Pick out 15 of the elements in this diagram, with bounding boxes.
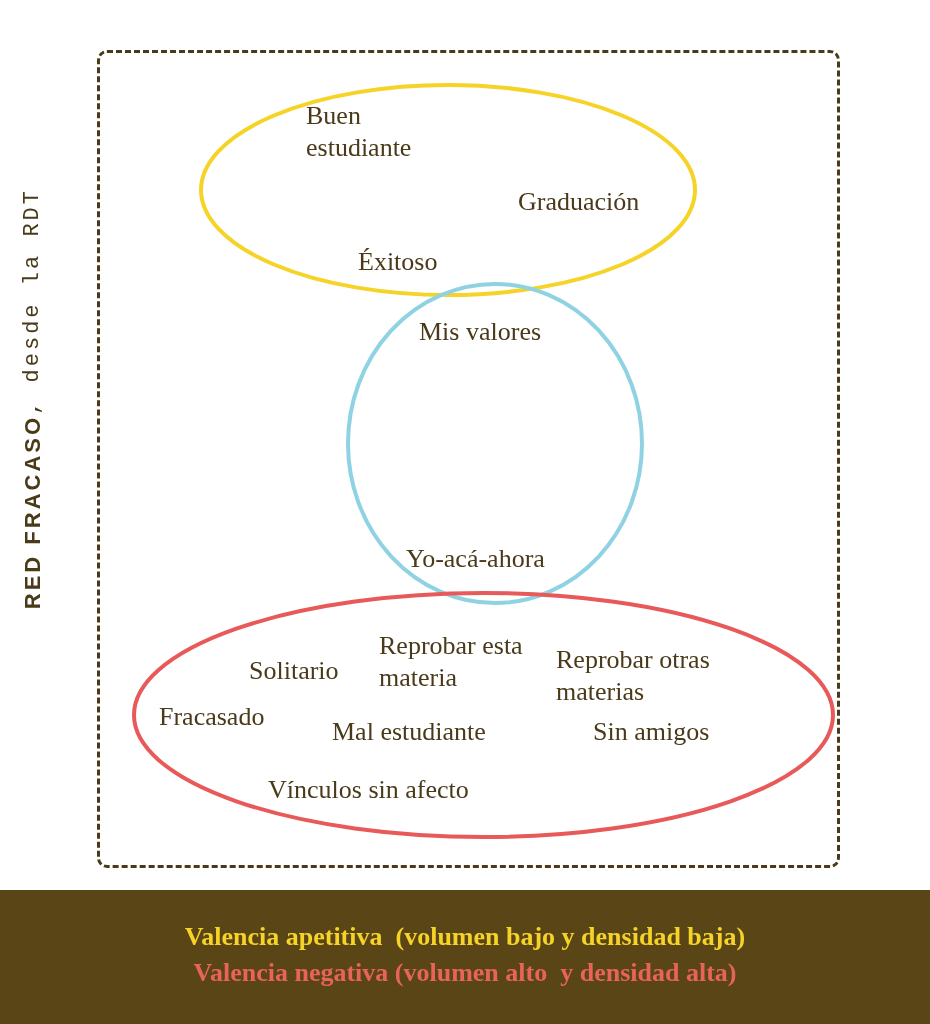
term-label: Buen estudiante xyxy=(306,100,413,164)
term-label: Sin amigos xyxy=(593,716,711,748)
term-label: Reprobar esta materia xyxy=(379,630,524,694)
legend-text: Valencia negativa (volumen alto y densidad alta) xyxy=(192,958,738,988)
term-label: Fracasado xyxy=(159,701,266,733)
term-label: Mis valores xyxy=(419,316,543,348)
term-label: Yo-acá-ahora xyxy=(406,543,546,575)
term-label: Mal estudiante xyxy=(332,716,487,748)
term-label: Solitario xyxy=(249,655,340,687)
vertical-title: RED FRACASO, desde la RDT xyxy=(20,188,46,610)
legend-text: Valencia apetitiva (volumen bajo y densidad baja) xyxy=(183,922,747,952)
term-label: Éxitoso xyxy=(358,246,439,278)
term-label: Graduación xyxy=(518,186,641,218)
term-label: Reprobar otras materias xyxy=(556,644,711,708)
term-label: Vínculos sin afecto xyxy=(268,774,470,806)
